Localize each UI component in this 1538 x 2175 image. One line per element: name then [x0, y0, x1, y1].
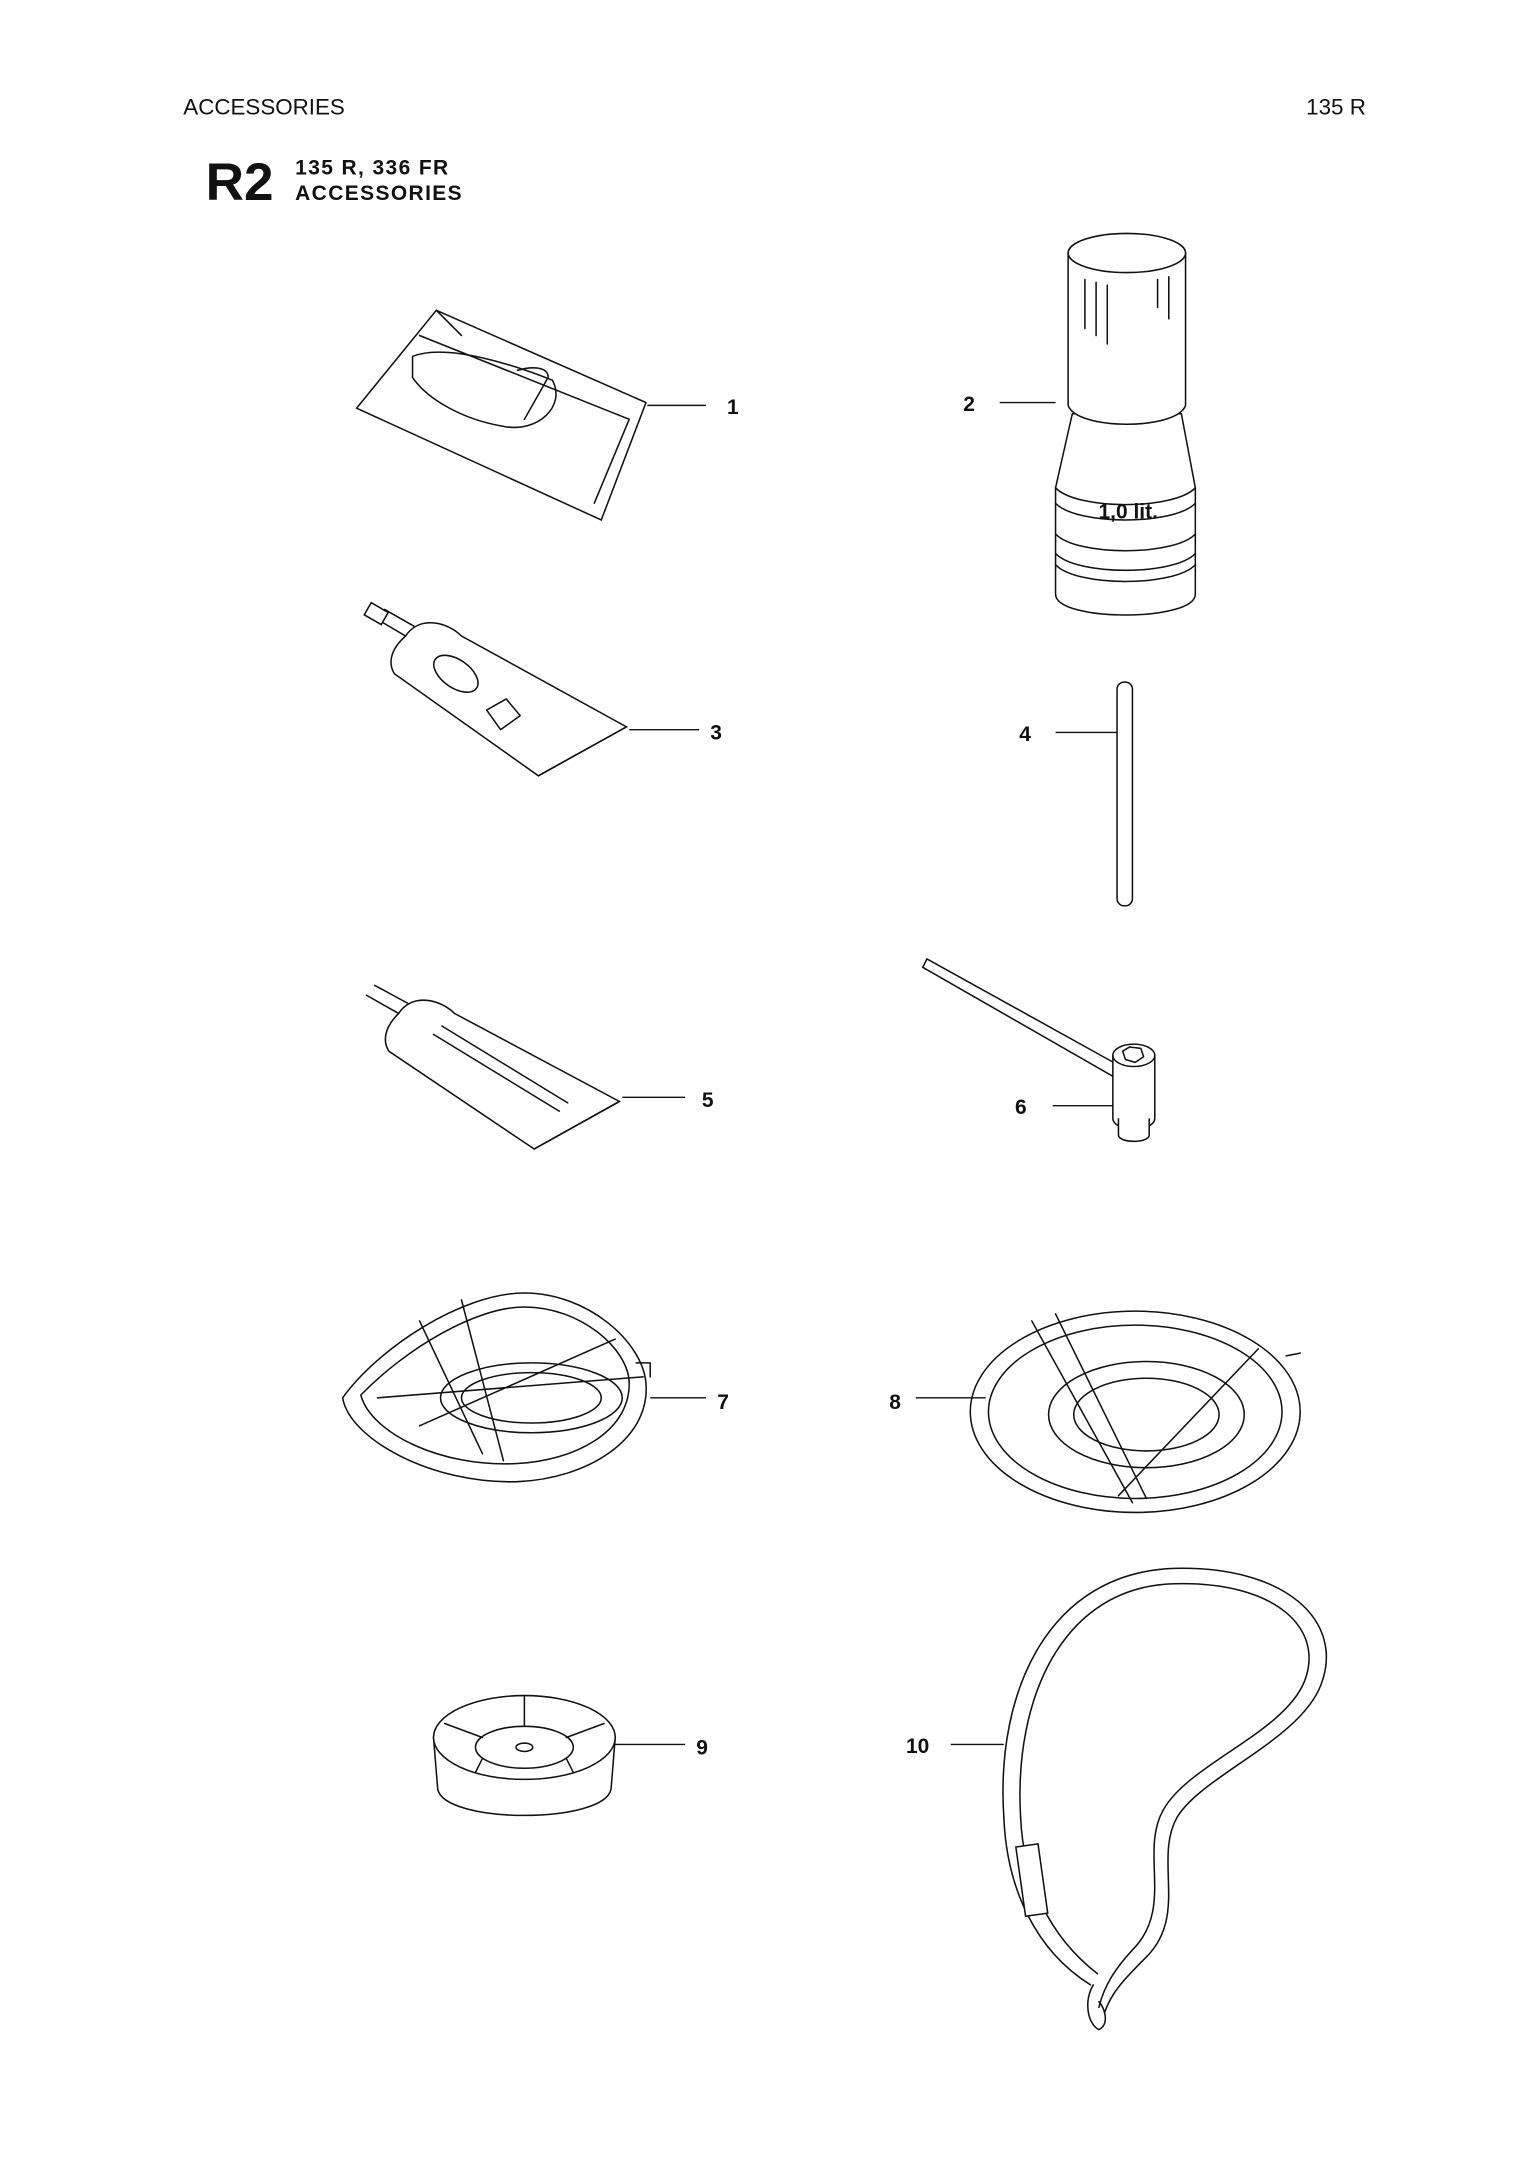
- part-number-4: 4: [1019, 723, 1031, 746]
- part-number-2: 2: [963, 393, 975, 416]
- combination-wrench-drawing: [921, 957, 1156, 1143]
- rod-drawing: [1116, 681, 1134, 907]
- header-model: 135 R: [1306, 95, 1366, 120]
- grease-tube-drawing: [363, 601, 629, 777]
- part-number-6: 6: [1015, 1096, 1027, 1119]
- pouch-drawing: [355, 309, 647, 522]
- part-number-3: 3: [710, 721, 722, 744]
- section-models: 135 R, 336 FR: [295, 157, 449, 180]
- part-number-8: 8: [889, 1391, 901, 1414]
- harness-strap-drawing: [1002, 1567, 1327, 2031]
- spool-drawing: [432, 1694, 617, 1817]
- grease-tube-drawing: [365, 984, 622, 1150]
- part-number-1: 1: [727, 396, 739, 419]
- blade-guard-drawing: [969, 1310, 1301, 1514]
- section-title: ACCESSORIES: [295, 182, 463, 205]
- header-section: ACCESSORIES: [183, 95, 345, 120]
- bottle-volume-label: 1,0 lit.: [1099, 501, 1158, 524]
- part-number-7: 7: [717, 1391, 729, 1414]
- part-number-5: 5: [702, 1089, 714, 1112]
- part-number-10: 10: [906, 1735, 929, 1758]
- section-code: R2: [206, 153, 274, 212]
- trimmer-guard-drawing: [341, 1292, 651, 1483]
- part-number-9: 9: [696, 1736, 708, 1759]
- oil-bottle-drawing: [1054, 232, 1197, 616]
